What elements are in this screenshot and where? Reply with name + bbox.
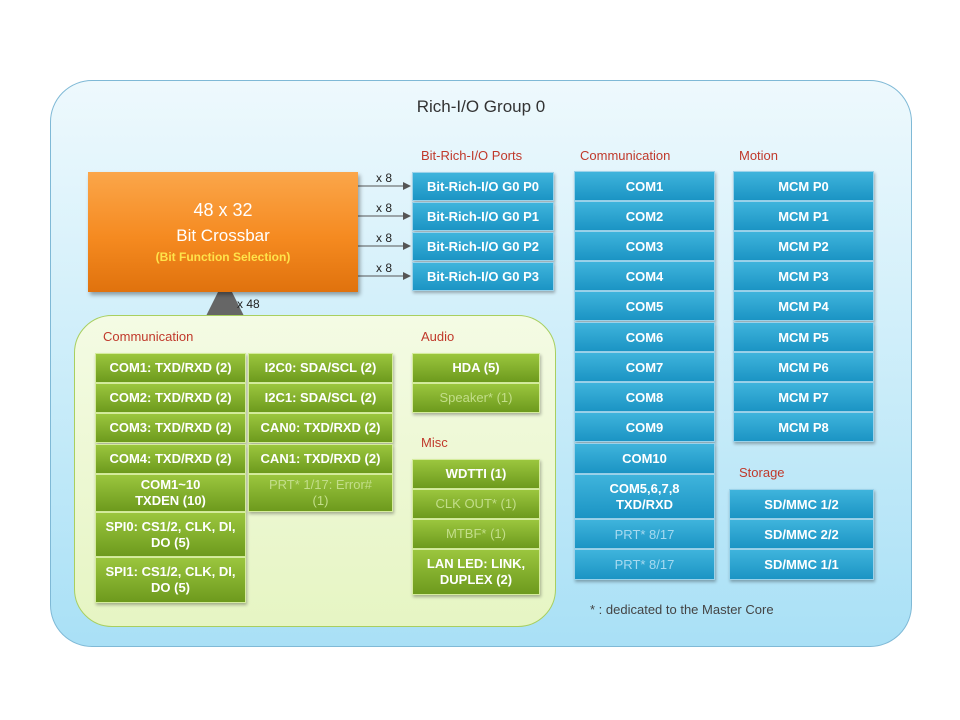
- bit-ports-title: Bit-Rich-I/O Ports: [421, 148, 523, 163]
- sd-mmc-box: SD/MMC 2/2: [729, 519, 874, 549]
- bit-port-box: Bit-Rich-I/O G0 P0: [412, 172, 554, 201]
- group-title: Rich-I/O Group 0: [416, 97, 546, 116]
- function-box: LAN LED: LINK, DUPLEX (2): [412, 549, 540, 595]
- com-box: COM2: [574, 201, 715, 231]
- mcm-box: MCM P3: [733, 261, 874, 291]
- function-box-master-core: MTBF* (1): [412, 519, 540, 549]
- bit-port-box: Bit-Rich-I/O G0 P2: [412, 232, 554, 261]
- bit-port-box: Bit-Rich-I/O G0 P1: [412, 202, 554, 231]
- mcm-box: MCM P0: [733, 171, 874, 201]
- crossbar-title: Bit Crossbar: [176, 226, 270, 245]
- mcm-box: MCM P8: [733, 412, 874, 442]
- com-box: COM3: [574, 231, 715, 261]
- crossbar-subtitle: (Bit Function Selection): [155, 250, 291, 264]
- storage-title: Storage: [739, 465, 785, 480]
- function-box: HDA (5): [412, 353, 540, 383]
- port-multiplier-label: x 8: [376, 261, 393, 275]
- function-box-master-core: CLK OUT* (1): [412, 489, 540, 519]
- crossbar-size: 48 x 32: [193, 200, 253, 220]
- function-box: COM1: TXD/RXD (2): [95, 353, 246, 383]
- function-box: I2C1: SDA/SCL (2): [248, 383, 393, 413]
- mcm-box: MCM P2: [733, 231, 874, 261]
- function-box: CAN1: TXD/RXD (2): [248, 444, 393, 474]
- com-box-master-core: PRT* 8/17: [574, 519, 715, 549]
- port-multiplier-label: x 8: [376, 171, 393, 185]
- sd-mmc-box: SD/MMC 1/2: [729, 489, 874, 519]
- mcm-box: MCM P7: [733, 382, 874, 412]
- bit-crossbar-box: 48 x 32 Bit Crossbar (Bit Function Selec…: [88, 172, 358, 292]
- function-box: COM1~10 TXDEN (10): [95, 474, 246, 512]
- port-multiplier-label: x 8: [376, 201, 393, 215]
- com-box-master-core: PRT* 8/17: [574, 549, 715, 580]
- com-box: COM9: [574, 412, 715, 442]
- function-box: CAN0: TXD/RXD (2): [248, 413, 393, 443]
- communication-right-title: Communication: [580, 148, 671, 163]
- mcm-box: MCM P6: [733, 352, 874, 382]
- com-box: COM5,6,7,8 TXD/RXD: [574, 474, 715, 519]
- com-box: COM5: [574, 291, 715, 321]
- com-box: COM1: [574, 171, 715, 201]
- mcm-box: MCM P1: [733, 201, 874, 231]
- function-box: COM3: TXD/RXD (2): [95, 413, 246, 443]
- function-box: I2C0: SDA/SCL (2): [248, 353, 393, 383]
- motion-title: Motion: [739, 148, 779, 163]
- misc-title: Misc: [421, 435, 448, 450]
- function-box: WDTTI (1): [412, 459, 540, 489]
- function-box: COM2: TXD/RXD (2): [95, 383, 246, 413]
- function-box-master-core: Speaker* (1): [412, 383, 540, 413]
- function-box-master-core: PRT* 1/17: Error# (1): [248, 474, 393, 512]
- footnote: * : dedicated to the Master Core: [590, 602, 774, 617]
- sd-mmc-box: SD/MMC 1/1: [729, 549, 874, 580]
- mcm-box: MCM P4: [733, 291, 874, 321]
- com-box: COM7: [574, 352, 715, 382]
- com-box: COM4: [574, 261, 715, 291]
- port-multiplier-label: x 8: [376, 231, 393, 245]
- function-box: SPI0: CS1/2, CLK, DI, DO (5): [95, 512, 246, 557]
- com-box: COM6: [574, 322, 715, 352]
- com-box: COM8: [574, 382, 715, 412]
- input-multiplier-label: x 48: [237, 297, 260, 311]
- function-box: COM4: TXD/RXD (2): [95, 444, 246, 474]
- bit-port-box: Bit-Rich-I/O G0 P3: [412, 262, 554, 291]
- audio-title: Audio: [421, 329, 455, 344]
- communication-left-title: Communication: [103, 329, 194, 344]
- com-box: COM10: [574, 443, 715, 474]
- function-box: SPI1: CS1/2, CLK, DI, DO (5): [95, 557, 246, 603]
- mcm-box: MCM P5: [733, 322, 874, 352]
